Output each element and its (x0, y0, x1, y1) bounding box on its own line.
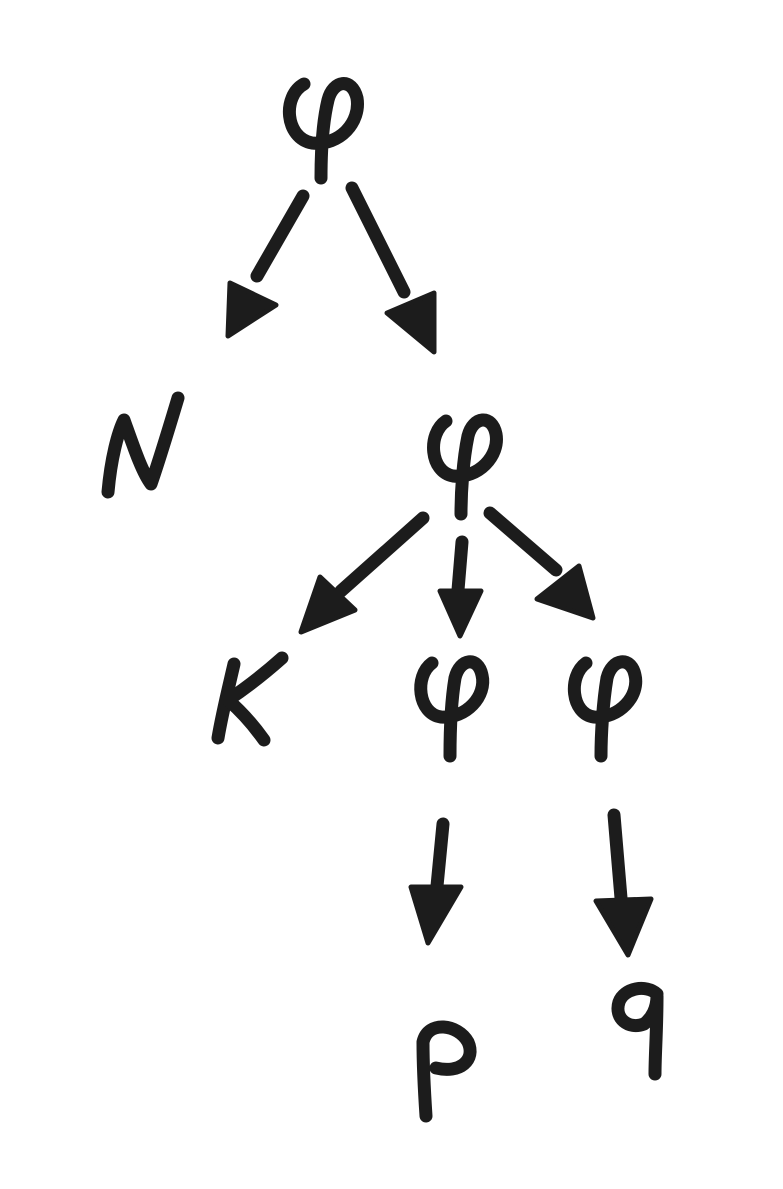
node-phi-2: φ (427, 413, 503, 521)
node-phi-3: φ (414, 655, 490, 763)
edge-phi2-to-phi4 (483, 506, 596, 621)
node-phi-4: φ (567, 655, 643, 763)
node-n: N (101, 391, 185, 499)
node-q: q (611, 981, 664, 1081)
edge-root-to-n (225, 189, 310, 339)
edge-phi3-to-p (408, 817, 464, 946)
node-p: p (416, 1020, 477, 1123)
edge-phi4-to-q (593, 808, 654, 958)
edge-phi2-to-phi3 (437, 535, 484, 639)
edge-root-to-phi2 (345, 181, 437, 355)
node-k: K (211, 651, 289, 747)
edge-phi2-to-k (298, 511, 430, 635)
node-root-phi: φ (283, 77, 364, 185)
